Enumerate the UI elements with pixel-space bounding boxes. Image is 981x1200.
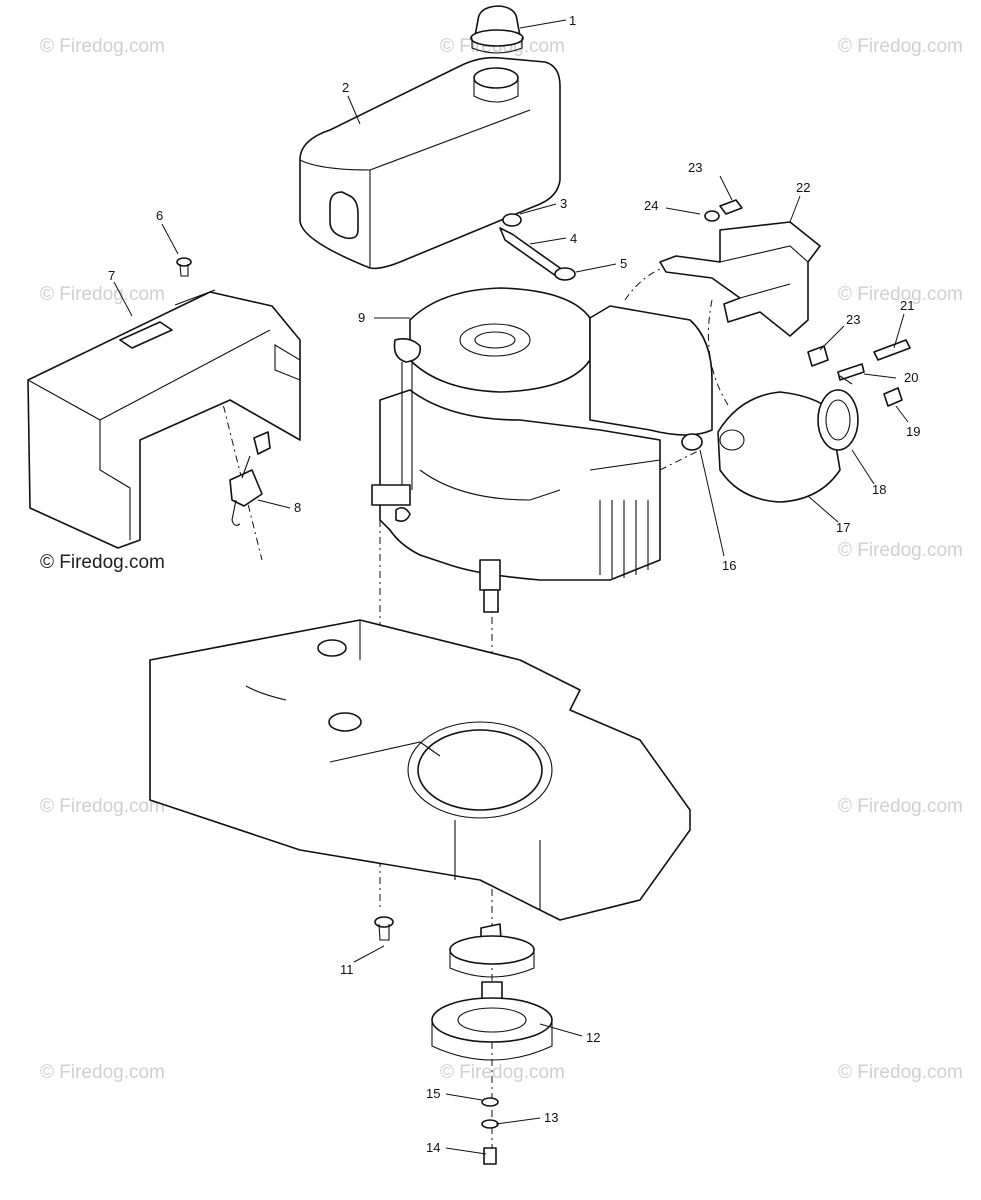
screw: [176, 257, 192, 277]
washer: [481, 1097, 499, 1107]
callout-label: 21: [900, 298, 914, 313]
callout-label: 22: [796, 180, 810, 195]
callout-label: 2: [342, 80, 349, 95]
guard-bolt-and-washer: [704, 199, 743, 222]
watermark: © Firedog.com: [838, 36, 963, 57]
callout-label: 3: [560, 196, 567, 211]
exhaust-gasket: [681, 433, 703, 451]
muffler-gasket: [817, 389, 859, 451]
pulley: [431, 923, 553, 1061]
callout-label: 7: [108, 268, 115, 283]
watermark: © Firedog.com: [838, 1062, 963, 1083]
watermark: © Firedog.com: [838, 540, 963, 561]
fuel-line-assembly: [499, 213, 576, 281]
frame-plate: [149, 619, 691, 921]
hose-clamp: [554, 267, 576, 281]
watermark: © Firedog.com: [40, 36, 165, 57]
callout-label: 16: [722, 558, 736, 573]
callout-label: 14: [426, 1140, 440, 1155]
lock-washer: [481, 1119, 499, 1129]
watermark: © Firedog.com: [40, 796, 165, 817]
fuel-cap: [470, 5, 524, 54]
engine: [371, 287, 713, 613]
callout-label: 17: [836, 520, 850, 535]
callout-label: 13: [544, 1110, 558, 1125]
callout-label: 12: [586, 1030, 600, 1045]
watermark: © Firedog.com: [838, 796, 963, 817]
muffler-screw: [883, 387, 903, 407]
callout-label: 1: [569, 13, 576, 28]
callout-label: 23: [846, 312, 860, 327]
callout-label: 23: [688, 160, 702, 175]
engine-shield-panel: [27, 289, 301, 549]
throttle-linkage: [229, 431, 271, 526]
watermark: © Firedog.com: [440, 1062, 565, 1083]
fuel-hose: [499, 227, 561, 277]
callout-label: 8: [294, 500, 301, 515]
callout-label: 4: [570, 231, 577, 246]
watermark: © Firedog.com: [40, 1062, 165, 1083]
callout-label: 18: [872, 482, 886, 497]
watermark: © Firedog.com: [40, 552, 165, 573]
muffler-assembly: [681, 387, 903, 503]
callout-label: 24: [644, 198, 658, 213]
callout-label: 9: [358, 310, 365, 325]
pulley-bolt: [483, 1147, 497, 1165]
muffler-guard: [659, 221, 821, 337]
callout-label: 20: [904, 370, 918, 385]
callout-labels: 1 2 3 4 5 6 7 8 9 11 12 13 14 15 16 17 1…: [108, 13, 920, 1155]
muffler: [717, 391, 841, 503]
hose-clamp: [502, 213, 522, 227]
callout-label: 11: [340, 962, 354, 977]
fuel-tank: [299, 56, 561, 270]
callout-label: 5: [620, 256, 627, 271]
watermark: © Firedog.com: [838, 284, 963, 305]
callout-label: 15: [426, 1086, 440, 1101]
callout-label: 19: [906, 424, 920, 439]
watermark: © Firedog.com: [40, 284, 165, 305]
callout-label: 6: [156, 208, 163, 223]
leader-lines: [113, 19, 909, 1155]
shaft-hardware: [481, 1097, 499, 1165]
frame-screw: [374, 916, 394, 941]
